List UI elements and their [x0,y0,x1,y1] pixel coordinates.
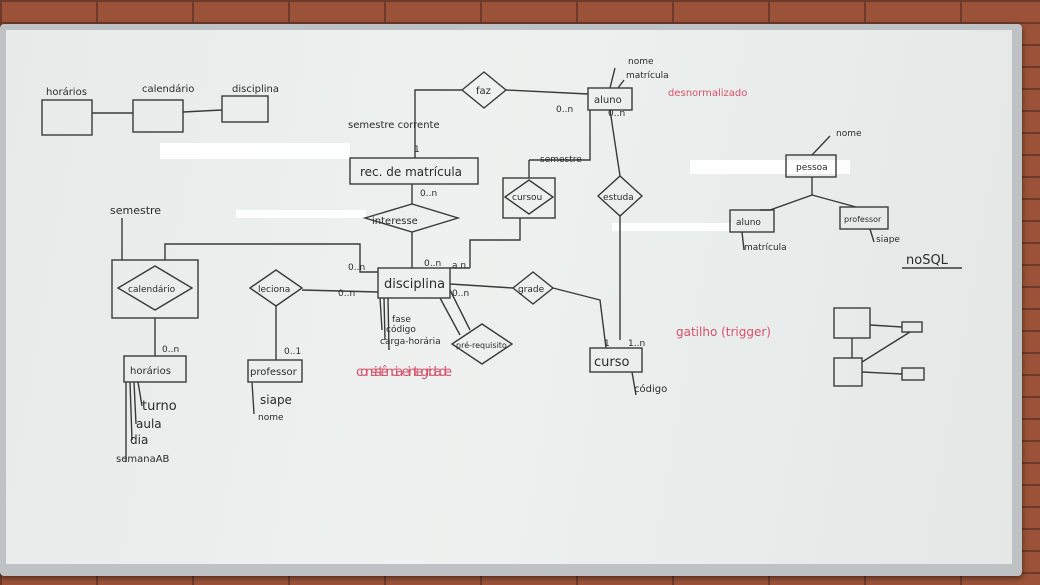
relation-faz: faz [476,86,491,97]
note-consistencia: consistência e integridade [356,365,452,380]
card-disc-0n-top: 0..n [424,259,441,269]
relation-prerequisito: pré-requisito [456,340,507,350]
note-desnormalizado: desnormalizado [668,88,747,99]
label-disciplina-top: disciplina [232,84,279,95]
entity-disciplina: disciplina [384,277,445,292]
attr-aluno-matricula: matrícula [626,71,669,81]
card-horarios-0n: 0..n [162,345,179,355]
box-disciplina-top [221,95,269,123]
entity-rec-matricula: rec. de matrícula [360,165,462,179]
card-disc-0n-right: 0..n [452,289,469,299]
note-gatilho: gatilho (trigger) [676,325,771,339]
card-disc-0n-left: 0..n [348,263,365,273]
nosql-pessoa-nome: nome [836,129,862,139]
attr-aluno-nome: nome [628,57,654,67]
entity-curso: curso [594,355,630,370]
attr-horarios-dia: dia [130,433,148,447]
card-professor-01: 0..1 [284,347,301,357]
card-disc-0n-leciona: 0..n [338,289,355,299]
label-cursou-semestre: semestre [540,155,582,165]
attr-professor-nome: nome [258,413,284,423]
box-horarios-top [41,99,93,136]
box-calendario-top [132,99,184,133]
relation-leciona: leciona [258,285,290,295]
whiteboard-frame [0,24,1022,576]
card-rec-1: 1 [414,145,420,155]
nosql-label: noSQL [906,253,949,268]
attr-curso-codigo: código [634,383,667,395]
card-aluno-0n-b: 0..n [608,109,625,119]
entity-professor: professor [250,367,298,378]
attr-disciplina-codigo: código [386,324,416,335]
attr-disciplina-fase: fase [392,315,411,325]
nosql-pessoa: pessoa [796,163,828,173]
label-semestre-corrente: semestre corrente [348,120,440,131]
whiteboard [6,30,1012,564]
attr-horarios-aula: aula [136,417,162,431]
nosql-aluno: aluno [736,218,761,228]
relation-interesse: interesse [372,216,418,227]
card-curso-1: 1 [604,339,610,349]
entity-aluno: aluno [594,95,622,106]
attr-horarios-semanaAB: semanaAB [116,454,170,465]
nosql-aluno-matricula: matrícula [744,243,787,253]
relation-calendario: calendário [128,285,176,295]
relation-estuda: estuda [603,193,634,203]
nosql-professor: professor [844,215,882,224]
relation-cursou: cursou [512,193,542,203]
attr-horarios-turno: turno [142,399,177,414]
entity-horarios: horários [130,365,171,377]
label-horarios-top: horários [46,86,87,98]
label-calendario-top: calendário [142,83,194,95]
relation-grade: grade [518,285,545,295]
attr-professor-siape: siape [260,393,292,407]
card-rec-0n: 0..n [420,189,437,199]
nosql-professor-siape: siape [876,235,900,245]
attr-disciplina-carga: carga-horária [380,337,441,347]
card-disc-an: a n [452,261,466,271]
card-aluno-0n-a: 0..n [556,105,573,115]
card-curso-1n: 1..n [628,339,645,349]
attr-calendario-semestre: semestre [110,204,161,217]
